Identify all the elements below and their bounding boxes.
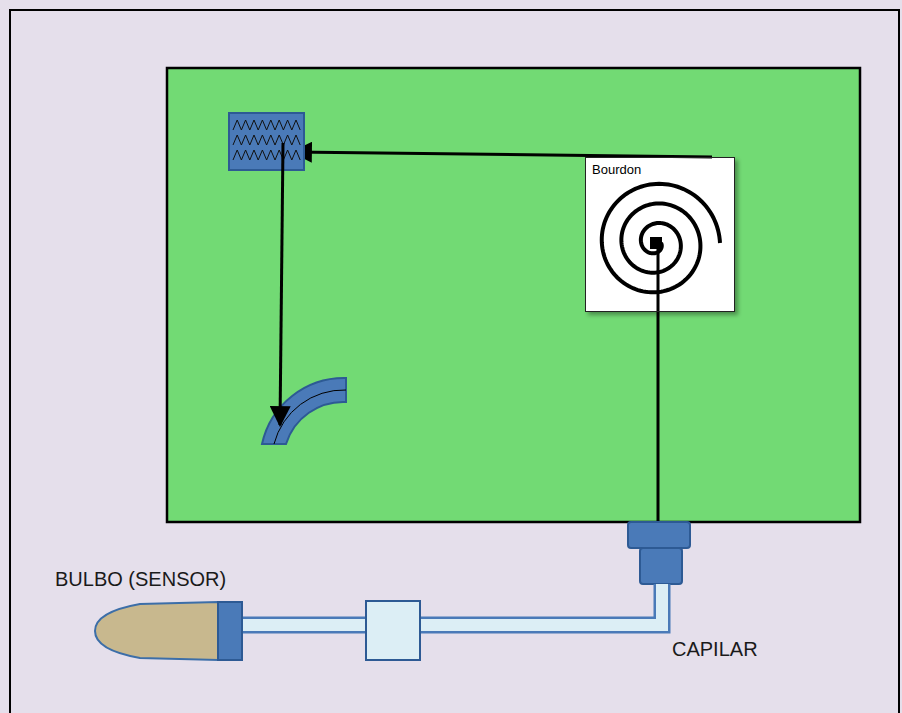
spiral-coil	[602, 184, 720, 293]
sensor-bulb	[95, 602, 218, 660]
spring-zigzag	[233, 120, 300, 160]
connector-nut	[628, 522, 690, 548]
node-title: Bourdon	[592, 162, 728, 177]
spring-line	[233, 120, 300, 130]
bourdon-box: Bourdon	[585, 157, 735, 312]
spiral-anchor	[650, 237, 662, 249]
connector-body	[640, 548, 682, 584]
amplifier-mechanism	[229, 113, 304, 170]
scale-line	[274, 390, 346, 444]
gauge-housing	[167, 68, 860, 522]
bourdon-spiral	[602, 184, 720, 293]
spring-line	[233, 135, 300, 145]
link-rod	[657, 246, 660, 522]
outer-frame	[10, 10, 899, 713]
spring-line	[233, 150, 300, 160]
capillary-tube	[242, 584, 662, 625]
capillary-coupling	[366, 601, 420, 660]
dial-scale	[262, 378, 346, 444]
part-label: CAPILAR	[672, 638, 758, 661]
bulb-cap	[218, 602, 242, 660]
pointer-arrow	[280, 143, 283, 425]
capillary-outline	[242, 584, 662, 625]
bourdon-ground	[585, 157, 735, 312]
part-label: BULBO (SENSOR)	[55, 568, 226, 591]
